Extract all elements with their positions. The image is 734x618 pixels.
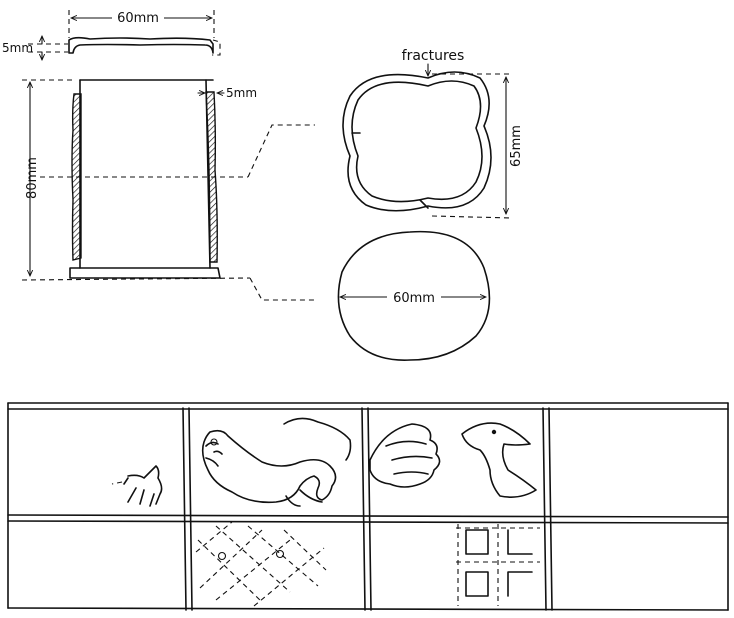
height-label: 80mm: [25, 157, 40, 199]
squares-pattern: [456, 524, 540, 606]
bird-wing-drawing: [369, 423, 441, 488]
bird-head-drawing: [461, 422, 537, 498]
section-height-label: 65mm: [509, 125, 524, 167]
box-section: 80mm 5mm: [21, 79, 315, 301]
outer-wall: [342, 71, 492, 212]
rim-height-label: 5mm: [2, 41, 33, 55]
base-plan: 60mm: [337, 230, 491, 361]
lid-rim-shape: [68, 36, 214, 54]
lion-creature-drawing: [201, 429, 337, 504]
top-width-label: 60mm: [117, 11, 159, 26]
lid-profile: 60mm 5mm: [2, 8, 221, 60]
base-outline: [337, 230, 491, 361]
cross-section: fractures 65mm: [342, 48, 524, 219]
small-animal-drawing: [123, 465, 163, 507]
base-width-label: 60mm: [393, 291, 435, 306]
inner-wall: [351, 80, 483, 203]
lattice-pattern: [195, 521, 327, 607]
decoration-band: [7, 402, 729, 611]
fractures-label: fractures: [402, 48, 465, 64]
wall-thickness-label: 5mm: [226, 86, 257, 100]
